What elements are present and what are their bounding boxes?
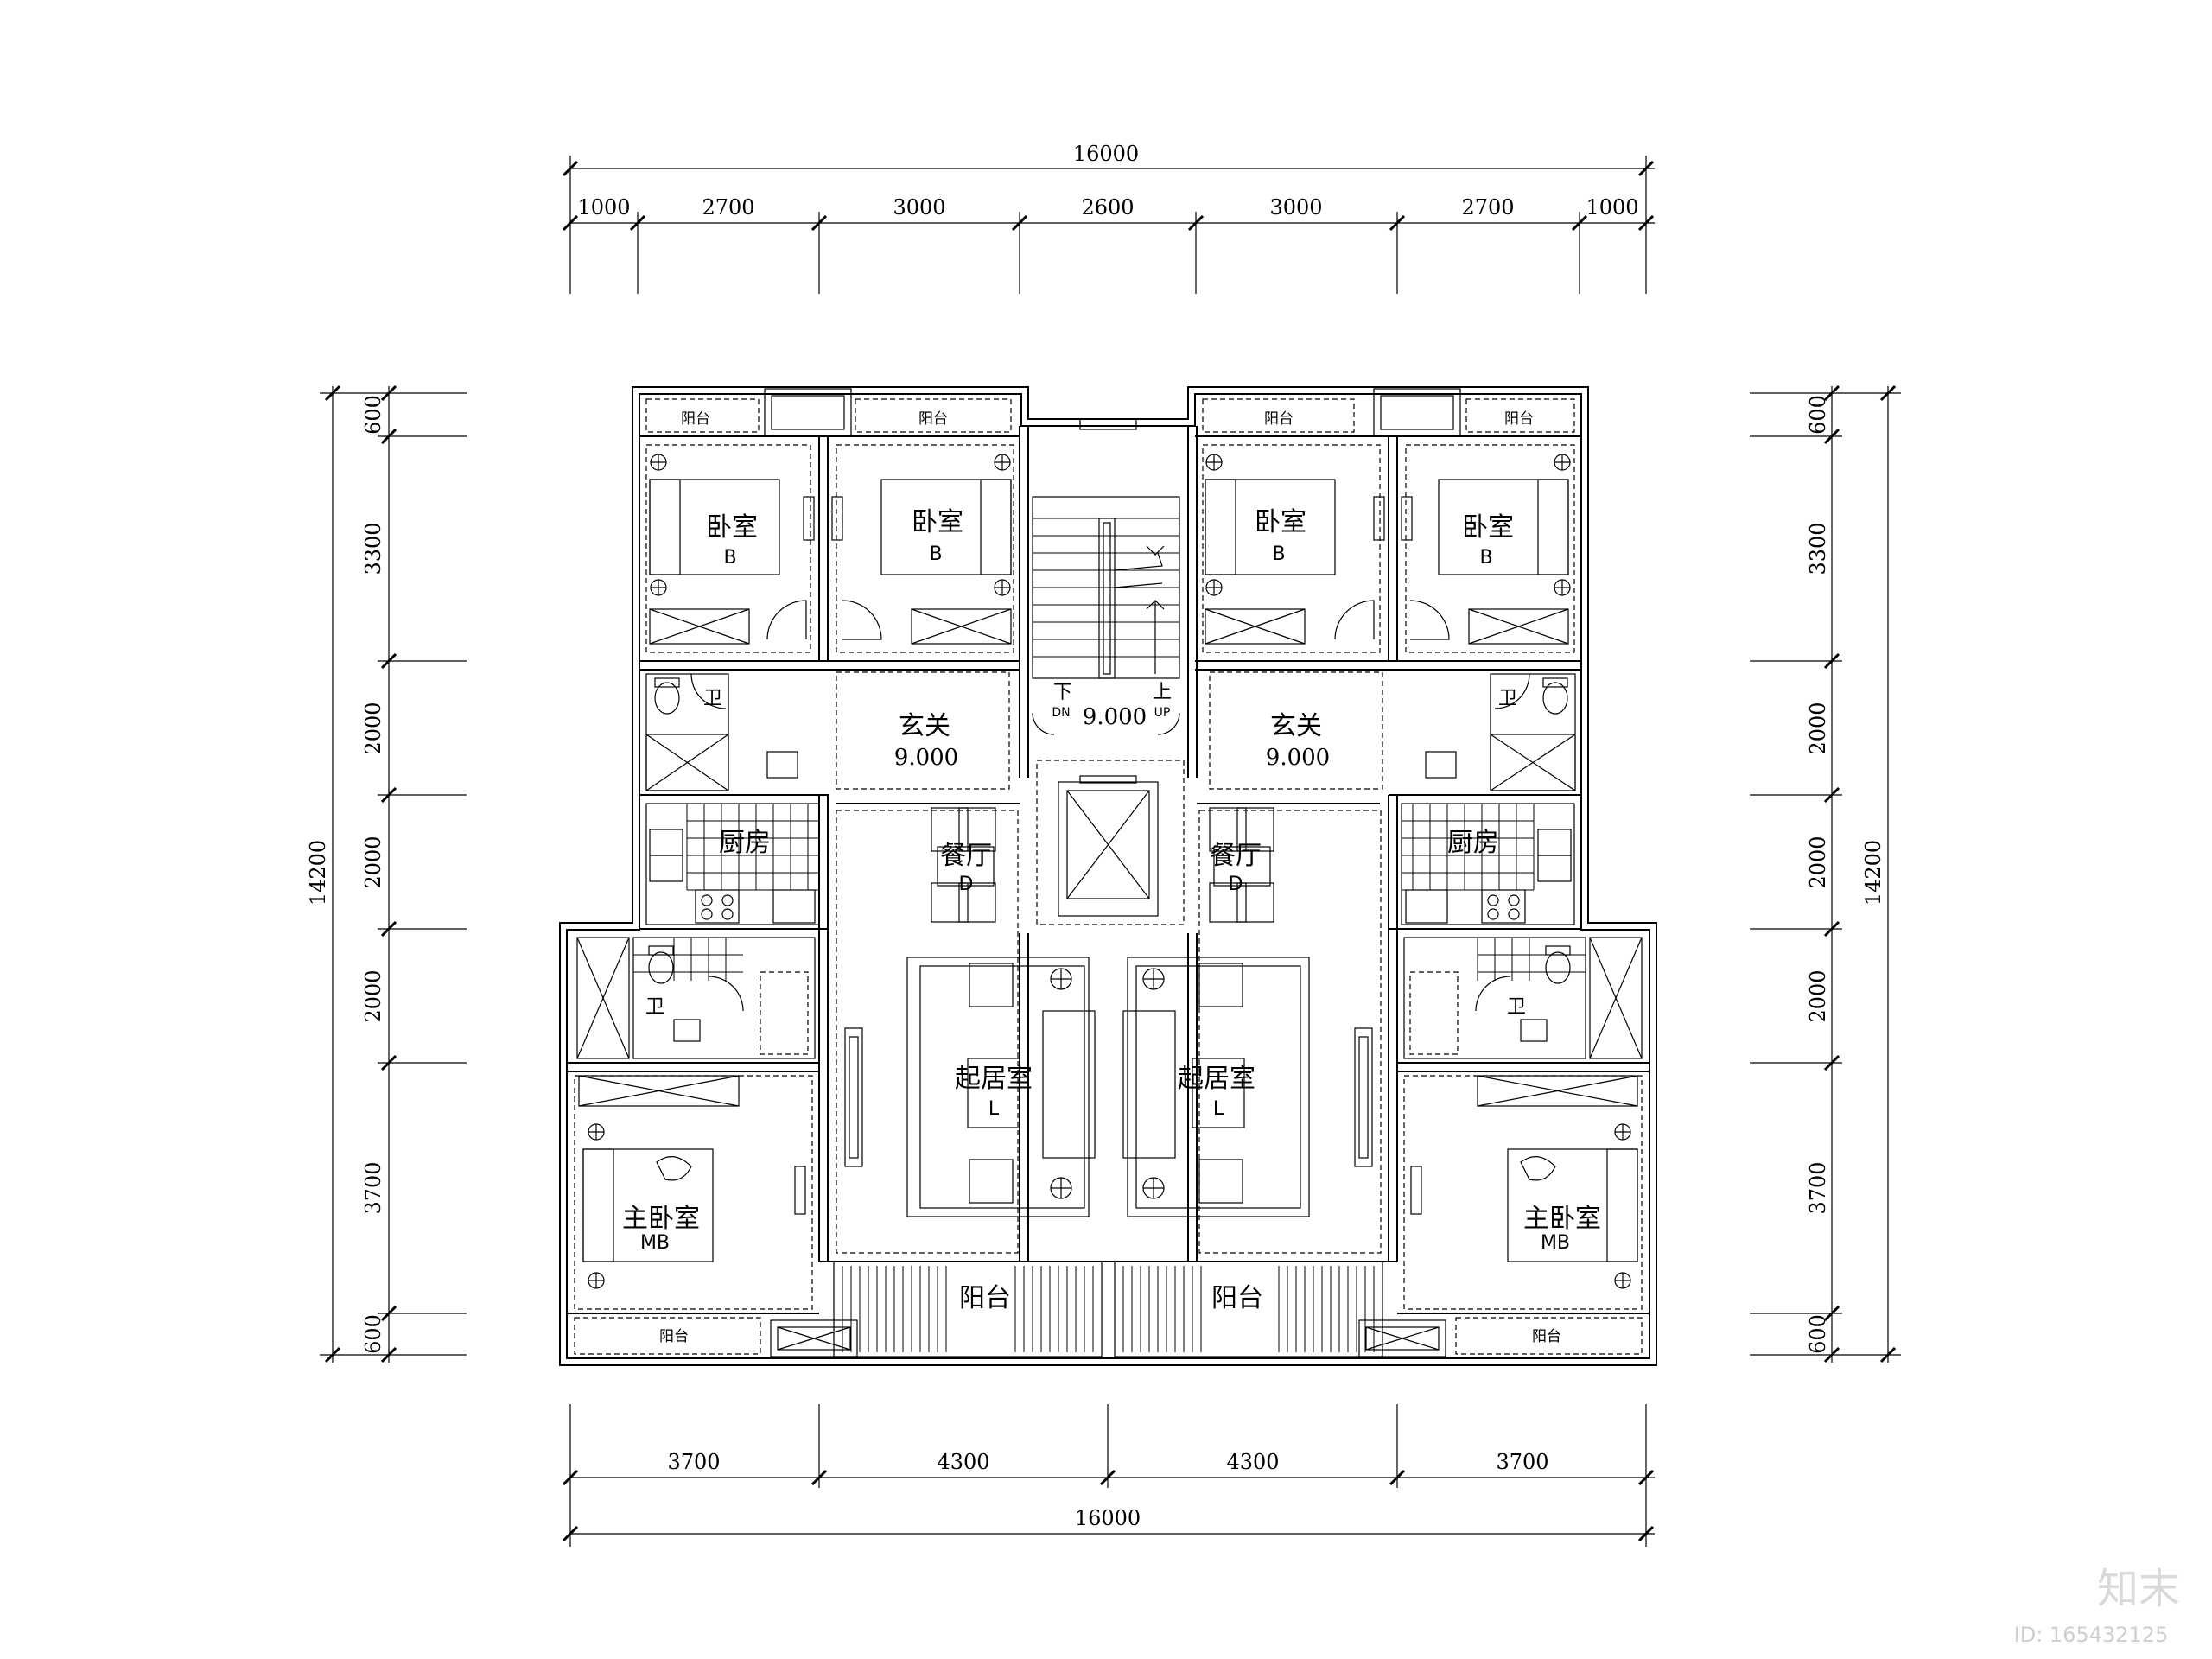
top-dim-5: 3000 [1269, 195, 1322, 219]
bottom-dim-3: 4300 [1226, 1450, 1279, 1474]
left-unit: 阳台 阳台 卧室 B 卧室 B 卫 [574, 398, 1014, 1357]
left-dim-3: 2000 [361, 702, 385, 754]
right-dining-label: 餐厅 [1210, 841, 1262, 871]
right-bedroom-1-label: 卧室 [1255, 507, 1306, 537]
left-balcony-label: 阳台 [959, 1283, 1011, 1313]
living-dining: 餐厅 D 起居室 L 餐厅 D 起居室 L [836, 807, 1382, 1254]
right-master-label: 主卧室 [1523, 1204, 1601, 1234]
top-dim-4: 2600 [1081, 195, 1134, 219]
right-bath-2-label: 卫 [1507, 996, 1526, 1018]
right-total-dim: 14200 [1861, 840, 1885, 906]
right-dining-code: D [1229, 874, 1243, 895]
top-dimension-chain: 16000 1000 2700 3000 2600 3000 2700 1000 [562, 142, 1655, 294]
right-dim-2: 3300 [1806, 522, 1830, 575]
right-kitchen-label: 厨房 [1447, 828, 1499, 858]
right-dimension-chain: 14200 600 3300 2000 2000 2000 3700 600 [1750, 385, 1901, 1363]
bottom-dim-4: 3700 [1496, 1450, 1548, 1474]
south-balconies: 阳台 阳台 [833, 1261, 1383, 1357]
right-bedroom-1-code: B [1272, 543, 1285, 565]
bottom-dimension-chain: 3700 4300 4300 3700 16000 [562, 1404, 1655, 1547]
stair-down-label: 下 [1053, 682, 1072, 703]
left-living-code: L [988, 1098, 1000, 1120]
left-living-label: 起居室 [955, 1064, 1033, 1094]
top-total-dim: 16000 [1073, 142, 1139, 166]
left-balcony-2-label: 阳台 [918, 410, 948, 428]
left-dimension-chain: 14200 600 3300 2000 2000 2000 3700 600 [306, 385, 467, 1363]
right-living-label: 起居室 [1178, 1064, 1255, 1094]
left-dim-2: 3300 [361, 522, 385, 575]
top-dim-7: 1000 [1586, 195, 1638, 219]
top-dim-3: 3000 [893, 195, 945, 219]
stair-elevation: 9.000 [1083, 704, 1147, 730]
left-dim-1: 600 [361, 395, 385, 435]
left-dim-6: 3700 [361, 1161, 385, 1214]
right-dim-6: 3700 [1806, 1161, 1830, 1214]
stair-core: 下 DN 上 UP 9.000 [1032, 496, 1185, 925]
left-dining-code: D [959, 874, 974, 895]
right-bath-1-label: 卫 [1498, 688, 1517, 709]
left-bedroom-1-code: B [723, 547, 736, 569]
right-unit: 阳台 阳台 卧室 B 卧室 B 卫 [1202, 398, 1643, 1357]
right-dim-4: 2000 [1806, 836, 1830, 888]
left-dining-label: 餐厅 [940, 841, 992, 871]
left-bedroom-2-code: B [929, 543, 942, 565]
right-balcony-1-label: 阳台 [1264, 410, 1294, 428]
left-dim-7: 600 [361, 1314, 385, 1354]
right-master-code: MB [1541, 1232, 1570, 1254]
left-foyer-elev: 9.000 [894, 745, 958, 771]
left-bedroom-2-label: 卧室 [912, 507, 963, 537]
bottom-total-dim: 16000 [1075, 1506, 1141, 1530]
top-dim-2: 2700 [702, 195, 754, 219]
right-dim-5: 2000 [1806, 969, 1830, 1022]
left-dim-5: 2000 [361, 969, 385, 1022]
left-bath-2-label: 卫 [645, 996, 664, 1018]
left-balcony-1-label: 阳台 [681, 410, 710, 428]
bottom-dim-2: 4300 [937, 1450, 989, 1474]
right-living-code: L [1213, 1098, 1224, 1120]
right-dim-1: 600 [1806, 395, 1830, 435]
watermark-id: ID: 165432125 [2014, 1623, 2169, 1647]
left-kitchen-label: 厨房 [719, 828, 771, 858]
stair-up-code: UP [1154, 706, 1171, 720]
interior-walls-right-unit [1102, 426, 1649, 1314]
right-foyer-label: 玄关 [1270, 711, 1322, 741]
left-master-code: MB [640, 1232, 670, 1254]
left-bath-1-label: 卫 [703, 688, 722, 709]
right-bottom-balcony-label: 阳台 [1532, 1328, 1561, 1345]
left-bottom-balcony-label: 阳台 [659, 1328, 689, 1345]
right-foyer-elev: 9.000 [1266, 745, 1330, 771]
top-dim-1: 1000 [577, 195, 630, 219]
left-dim-4: 2000 [361, 836, 385, 888]
stair-up-label: 上 [1153, 682, 1172, 703]
left-bedroom-1-label: 卧室 [706, 512, 758, 543]
right-dim-7: 600 [1806, 1314, 1830, 1354]
bottom-dim-1: 3700 [667, 1450, 720, 1474]
right-bedroom-2-code: B [1479, 547, 1492, 569]
left-foyer-label: 玄关 [899, 711, 950, 741]
stair-down-code: DN [1052, 706, 1070, 720]
right-balcony-label: 阳台 [1211, 1283, 1263, 1313]
right-balcony-2-label: 阳台 [1504, 410, 1534, 428]
right-bedroom-2-label: 卧室 [1462, 512, 1514, 543]
left-master-label: 主卧室 [622, 1204, 700, 1234]
right-dim-3: 2000 [1806, 702, 1830, 754]
foyers: 玄关 9.000 玄关 9.000 [836, 671, 1383, 790]
top-dim-6: 2700 [1461, 195, 1514, 219]
left-total-dim: 14200 [306, 840, 330, 906]
watermark-logo: 知末 [2097, 1565, 2180, 1613]
